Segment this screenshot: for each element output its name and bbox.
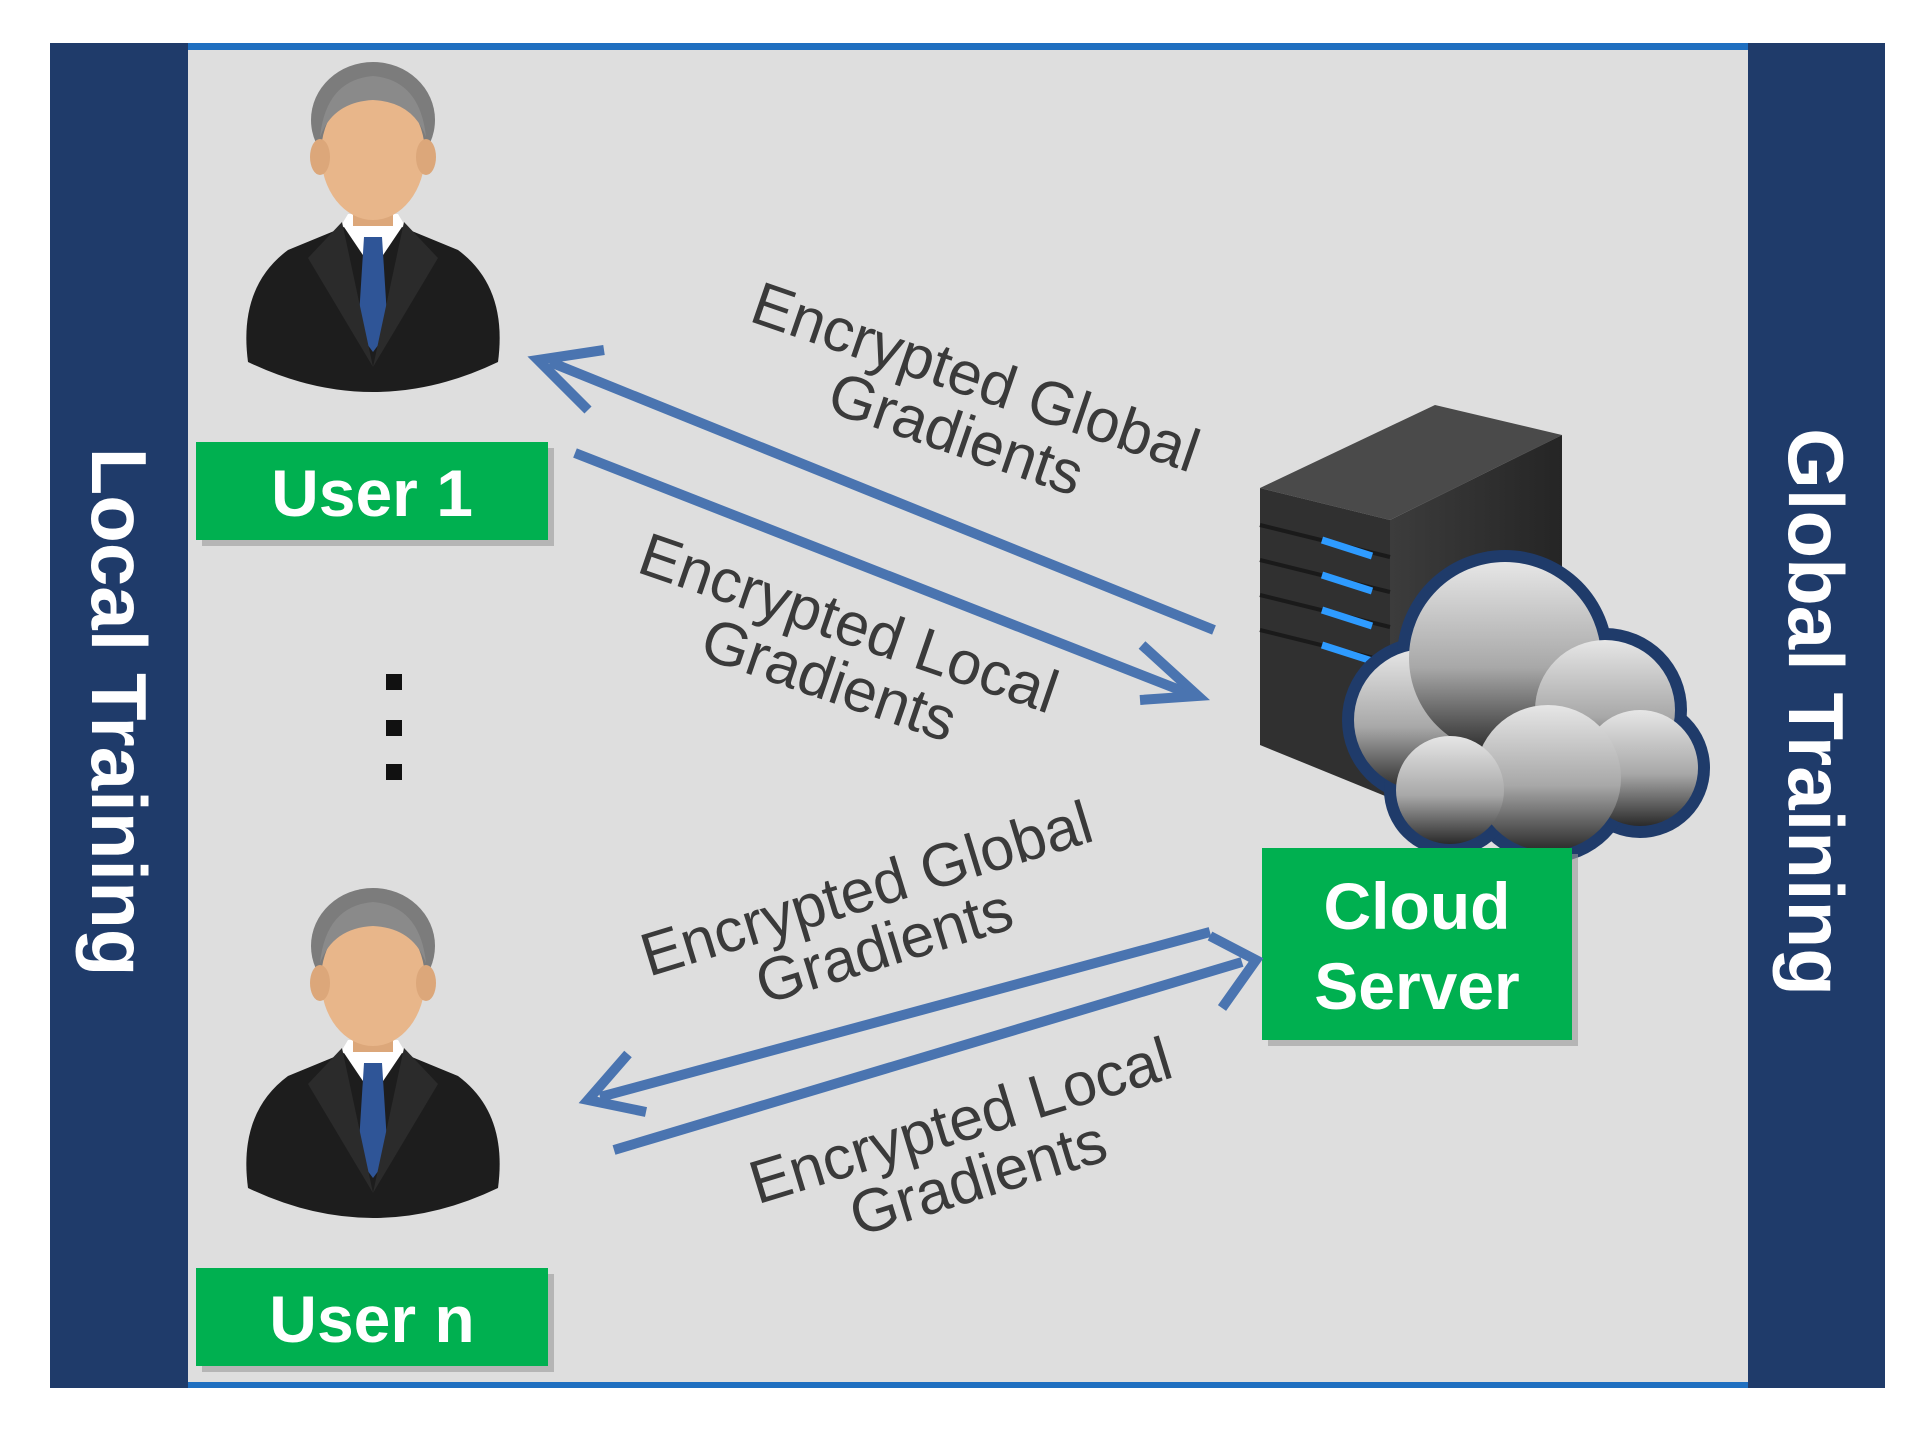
arrow-top-global	[527, 345, 1216, 635]
arrow-bottom-global	[578, 927, 1212, 1117]
cloud-server-label-box: Cloud Server	[1262, 848, 1578, 1046]
cloud-icon	[1342, 550, 1710, 863]
local-training-panel	[50, 43, 188, 1388]
user-n-label-box: User n	[196, 1268, 554, 1372]
global-training-label: Global Training	[1772, 428, 1860, 996]
cloud-server-label-line1: Cloud	[1324, 869, 1511, 943]
user-1-label-box: User 1	[196, 442, 554, 546]
arrow-bottom-local	[612, 931, 1264, 1155]
ellipsis-dots	[386, 674, 402, 780]
arrow-top-local	[573, 448, 1211, 705]
cloud-server-label-line2: Server	[1314, 949, 1520, 1023]
user-n-label: User n	[269, 1282, 474, 1356]
user-1-label: User 1	[271, 456, 473, 530]
local-training-label: Local Training	[75, 448, 163, 977]
global-training-panel	[1748, 43, 1885, 1388]
